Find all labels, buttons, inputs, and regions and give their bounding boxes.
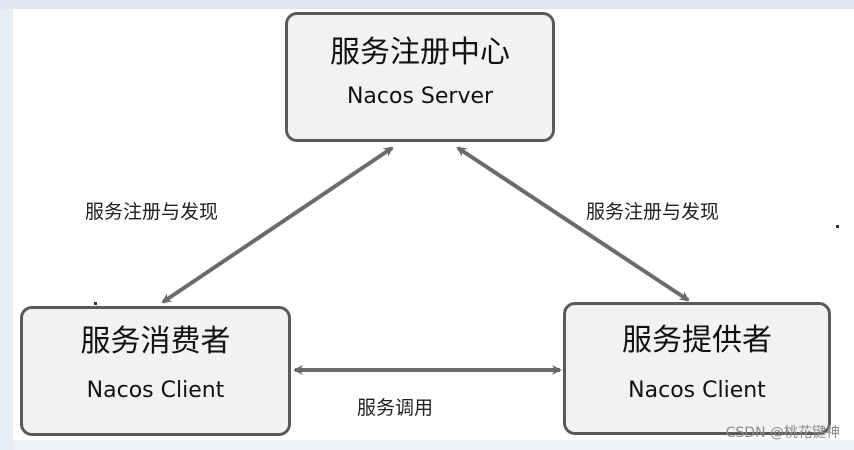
edge-label-left: 服务注册与发现 <box>85 201 219 223</box>
node-center-subtitle: Nacos Server <box>346 84 494 109</box>
node-service-provider: 服务提供者 Nacos Client <box>563 302 831 435</box>
node-registry-center: 服务注册中心 Nacos Server <box>285 12 555 142</box>
edge-label-right: 服务注册与发现 <box>586 201 720 223</box>
top-border-strip <box>0 0 854 9</box>
bottom-border-strip <box>13 440 854 450</box>
stray-dot <box>94 302 97 305</box>
edge-label-bottom: 服务调用 <box>357 397 434 419</box>
node-consumer-subtitle: Nacos Client <box>86 378 225 403</box>
node-consumer-title: 服务消费者 <box>80 324 231 359</box>
node-provider-title: 服务提供者 <box>622 323 772 358</box>
watermark: CSDN @桃花键神 <box>725 425 840 441</box>
node-provider-subtitle: Nacos Client <box>628 378 766 403</box>
node-center-title: 服务注册中心 <box>330 35 510 70</box>
stray-dot-right <box>836 225 839 228</box>
left-border-strip <box>0 9 13 450</box>
node-service-consumer: 服务消费者 Nacos Client <box>20 306 291 436</box>
